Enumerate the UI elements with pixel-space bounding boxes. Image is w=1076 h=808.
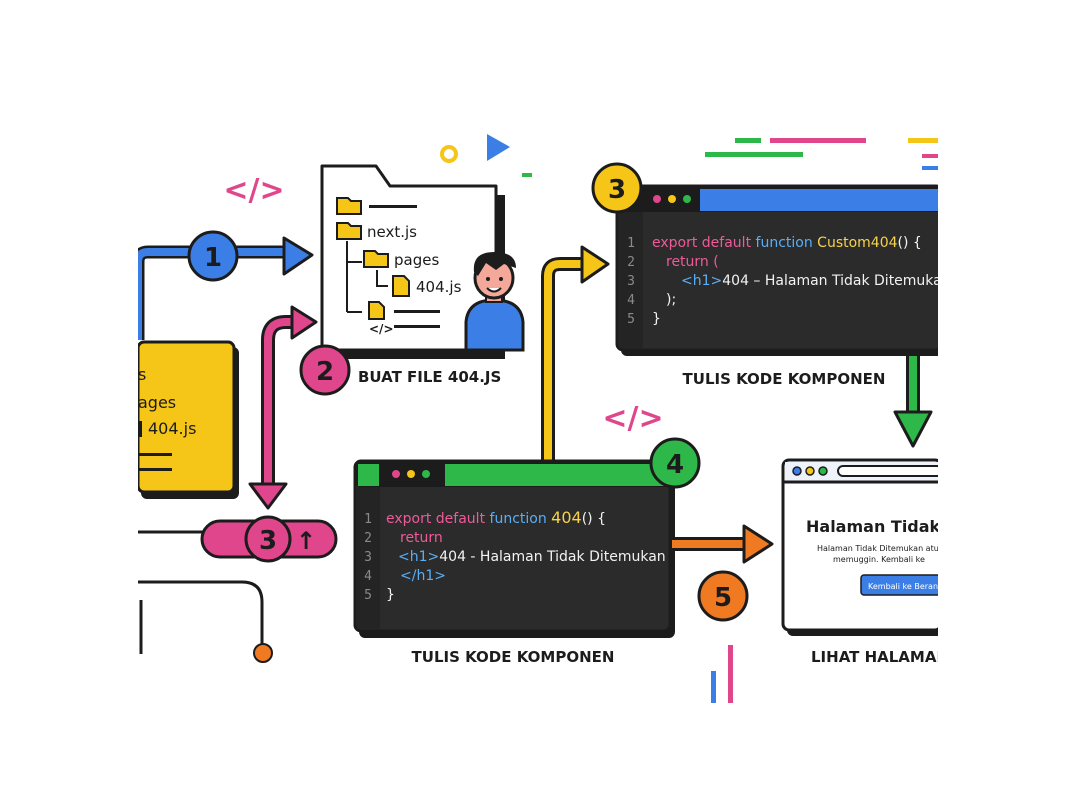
code-tag-decor-top: </>: [223, 173, 284, 208]
folder-icon-next: [336, 222, 362, 240]
line-number: 3: [627, 274, 635, 289]
line-number: 2: [364, 531, 372, 546]
step-4-caption: TULIS KODE KOMPONEN: [412, 648, 615, 666]
connector-end-dot: [253, 643, 273, 663]
step-5-caption: LIHAT HALAMAN: [811, 648, 949, 666]
code-line-4: </h1>: [400, 568, 446, 584]
line-decor-pink-1: [770, 138, 866, 143]
bar-decor-blue: [711, 671, 716, 703]
window-dot-green: [818, 466, 828, 476]
line-decor-green-1: [735, 138, 761, 143]
line-number: 3: [364, 550, 372, 565]
code-line-5: }: [386, 587, 395, 603]
step-1-badge: 1: [187, 230, 239, 282]
back-home-button[interactable]: Kembali ke Beran: [860, 574, 946, 596]
code-line-1: export default function 404() {: [386, 508, 606, 527]
ring-decor: [440, 145, 458, 163]
dash-decor-green: [522, 173, 532, 177]
window-dot-yellow: [668, 195, 676, 203]
connector-lines-left: [138, 530, 273, 663]
window-dot-yellow: [407, 470, 415, 478]
editor-to-browser-arrow-orange: [672, 524, 774, 564]
step-2-caption: BUAT FILE 404.JS: [358, 368, 501, 386]
line-number: 2: [627, 255, 635, 270]
code-line-2: return: [400, 530, 443, 546]
code-line-1: export default function Custom404() {: [652, 235, 922, 251]
step-3-mid-number: 3: [259, 526, 277, 556]
bar-decor-pink: [728, 645, 733, 703]
step-5-number: 5: [714, 583, 732, 613]
tree-root-label: next.js: [367, 223, 417, 241]
code-tag-decor-mid: </>: [602, 401, 663, 436]
line-number: 5: [364, 588, 372, 603]
line-decor-green-2: [705, 152, 803, 157]
step-1-arrow: [131, 236, 314, 340]
step-3-number: 3: [608, 175, 626, 205]
line-number: 1: [364, 512, 372, 527]
browser-desc-line-1: Halaman Tidak Ditemukan atu: [817, 544, 939, 553]
line-number: 4: [627, 293, 635, 308]
line-number: 5: [627, 312, 635, 327]
step-4-to-editor-arrow: [541, 245, 610, 464]
left-card-line-1: s: [138, 365, 146, 384]
window-dot-red: [653, 195, 661, 203]
step-2-3-connector-arrow: [248, 305, 318, 510]
code-line-5: }: [652, 311, 661, 327]
folder-icon-pages: [363, 250, 389, 268]
code-line-4: );: [666, 292, 676, 308]
window-dot-green: [422, 470, 430, 478]
browser-page-title: Halaman Tidak D: [806, 517, 959, 536]
decorations: </> </>: [223, 134, 938, 703]
folder-window: next.js pages 404.js </>: [320, 164, 525, 359]
line-number: 4: [364, 569, 372, 584]
up-arrow-glyph: ↑: [296, 527, 316, 555]
folder-icon-1: [336, 197, 362, 215]
line-number: 1: [627, 236, 635, 251]
crop-mask-right: [938, 0, 1076, 808]
step-3-badge: 3: [591, 162, 643, 214]
line-decor-pink-2: [922, 154, 938, 158]
step-2-badge: 2: [299, 344, 351, 396]
window-dot-yellow: [805, 466, 815, 476]
window-dot-red: [392, 470, 400, 478]
crop-mask-left: [0, 0, 138, 808]
tree-folder-label: pages: [394, 251, 439, 269]
line-decor-yellow: [908, 138, 938, 143]
browser-desc-line-2: memuggin. Kembali ke: [833, 555, 925, 564]
code-editor-top: 1 2 3 4 5 export default function Custom…: [615, 184, 951, 356]
left-card-line-2: ages: [138, 393, 176, 412]
file-icon-404: [392, 275, 410, 297]
editor-to-browser-arrow: [893, 356, 933, 448]
step-1-number: 1: [204, 243, 222, 273]
step-5-badge: 5: [697, 570, 749, 622]
tree-code-icon: </>: [369, 322, 394, 336]
code-line-3: <h1>404 - Halaman Tidak Ditemukan: [398, 549, 666, 565]
browser-window: Halaman Tidak D Halaman Tidak Ditemukan …: [781, 458, 959, 636]
window-dot-blue: [792, 466, 802, 476]
window-dot-green: [683, 195, 691, 203]
address-bar: [837, 465, 943, 477]
step-4-number: 4: [666, 450, 684, 480]
developer-avatar: [464, 252, 525, 352]
file-icon-2: [368, 301, 385, 320]
step-2-number: 2: [316, 357, 334, 387]
step-4-badge: 4: [649, 437, 701, 489]
code-line-2: return (: [666, 254, 719, 270]
line-decor-blue: [922, 166, 938, 170]
step-3-pill: 3 ↑: [200, 515, 338, 563]
code-line-3: <h1>404 – Halaman Tidak Ditemukan: [681, 273, 951, 289]
tree-file-label: 404.js: [416, 278, 462, 296]
left-card-line-3: 404.js: [148, 419, 196, 438]
step-3-caption: TULIS KODE KOMPONEN: [683, 370, 886, 388]
back-home-button-label: Kembali ke Beran: [868, 582, 938, 591]
code-editor-middle: 1 2 3 4 5 export default function 404() …: [353, 459, 675, 638]
play-triangle-decor: [487, 134, 510, 161]
left-file-card: s ages 404.js: [134, 340, 239, 499]
